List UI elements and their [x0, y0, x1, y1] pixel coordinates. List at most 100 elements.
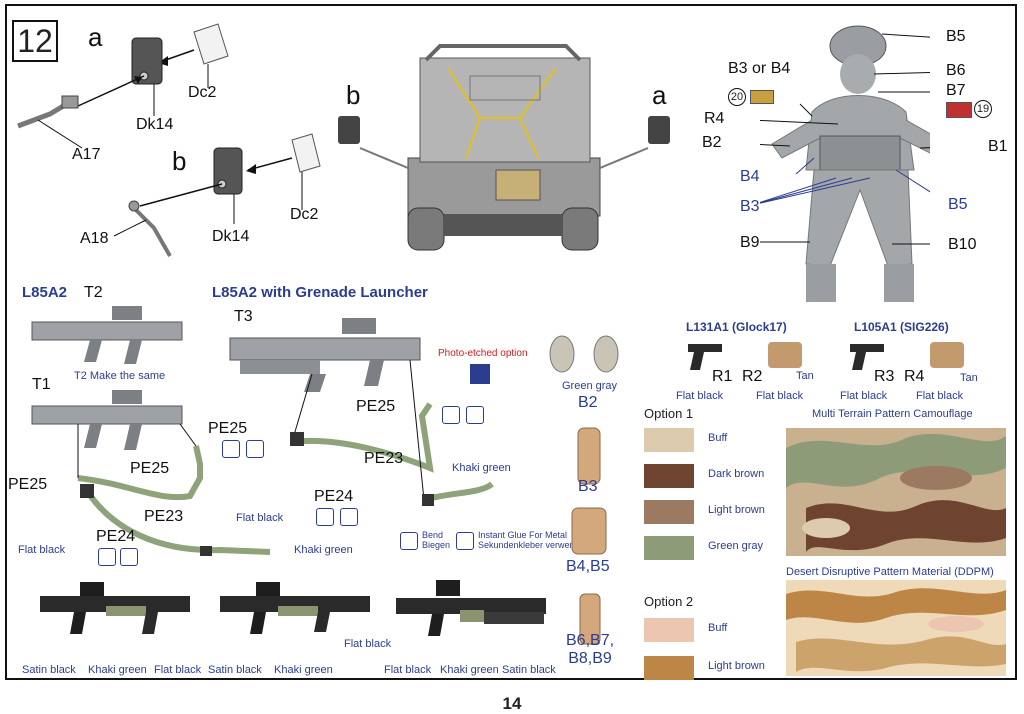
step-number: 12: [12, 20, 58, 62]
part-dc2-b: Dc2: [290, 206, 319, 223]
color-khaki-green-a: Khaki green: [294, 544, 353, 556]
pouch-label-b2: B2: [578, 394, 598, 411]
option1-camo-title: Multi Terrain Pattern Camouflage: [812, 408, 973, 420]
bend-icon: [442, 406, 460, 424]
part-a17: A17: [72, 146, 101, 163]
swatch-buff: [644, 428, 694, 452]
legend-bend: Bend Biegen: [422, 530, 451, 550]
fig-label-b2: B2: [702, 134, 722, 151]
bend-icon: [316, 508, 334, 526]
swatch-label-light-brown: Light brown: [708, 504, 765, 516]
gun1-color3: Flat black: [154, 664, 202, 676]
ddpm-camo-swatch: [786, 580, 1006, 676]
mirror-assembly-diagram: [17, 23, 321, 257]
label-pe23-a: PE23: [144, 508, 184, 525]
gun1-color2: Khaki green: [88, 664, 147, 676]
t2-note: T2 Make the same: [74, 370, 166, 382]
painted-guns: [40, 580, 546, 636]
pistol-fb-2: Flat black: [756, 390, 804, 402]
fig-label-r4: R4: [704, 110, 725, 127]
pouch-label-b4-b5: B4,B5: [566, 558, 610, 575]
bend-icon: [222, 440, 240, 458]
pistols: [688, 342, 964, 370]
gun2-color2: Khaki green: [274, 664, 333, 676]
fig-label-b4: B4: [740, 168, 760, 185]
fig-label-b3-or-b4: B3 or B4: [728, 60, 791, 77]
legend-bend-icon: [400, 532, 418, 550]
pistol-tan-1: Tan: [796, 370, 814, 382]
vehicle-callout-a: a: [652, 80, 667, 110]
pouches: [549, 335, 619, 645]
gun3-color2: Khaki green: [440, 664, 499, 676]
part-dc2-a: Dc2: [188, 84, 217, 101]
glue-icon: [120, 548, 138, 566]
l85a2-title: L85A2: [22, 284, 68, 301]
part-dk14-a: Dk14: [136, 116, 174, 133]
decal-20-icon: [750, 90, 774, 104]
gun3-color1: Flat black: [384, 664, 432, 676]
pistol-tan-2: Tan: [960, 372, 978, 384]
label-pe24-a: PE24: [96, 528, 136, 545]
label-t1: T1: [32, 376, 51, 393]
swatch-label-buff: Buff: [708, 432, 728, 444]
soldier-figure: [760, 25, 930, 302]
painted-gun-3: [396, 580, 546, 636]
label-pe23-b: PE23: [364, 450, 404, 467]
part-dk14-b: Dk14: [212, 228, 250, 245]
option2-title: Option 2: [644, 594, 694, 609]
fig-label-b5-blue: B5: [948, 196, 968, 213]
label-t2: T2: [84, 284, 103, 301]
glue-icon: [340, 508, 358, 526]
callout-b: b: [172, 146, 187, 176]
swatch-opt2-buff: [644, 618, 694, 642]
l85a2-gl-title: L85A2 with Grenade Launcher: [212, 284, 428, 301]
label-pe25-a: PE25: [8, 476, 48, 493]
swatch-opt2-light-brown: [644, 656, 694, 680]
pistol-fb-1: Flat black: [676, 390, 724, 402]
fig-label-b3: B3: [740, 198, 760, 215]
union-flag-decal-icon: [946, 102, 972, 118]
swatch-label-opt2-buff: Buff: [708, 622, 728, 634]
photo-etched-icon: [470, 364, 490, 384]
swatch-label-dark-brown: Dark brown: [708, 468, 765, 480]
label-pe25-c: PE25: [208, 420, 248, 437]
bend-icon: [98, 548, 116, 566]
marker-19: 19: [974, 100, 992, 118]
glue-icon: [466, 406, 484, 424]
color-flat-black-b: Flat black: [236, 512, 284, 524]
pistol-fb-4: Flat black: [916, 390, 964, 402]
rifle-sling-diagram: [31, 306, 494, 556]
pistol-r1: R1: [712, 368, 733, 385]
label-pe24-b: PE24: [314, 488, 354, 505]
legend-glue-icon: [456, 532, 474, 550]
part-a18: A18: [80, 230, 109, 247]
color-khaki-green-b: Khaki green: [452, 462, 511, 474]
color-flat-black-a: Flat black: [18, 544, 66, 556]
swatch-label-green-gray: Green gray: [708, 540, 764, 552]
swatch-light-brown: [644, 500, 694, 524]
mtp-camo-swatch: [786, 428, 1006, 556]
legend-glue: Instant Glue For Metal Sekundenkleber ve…: [478, 530, 590, 550]
mirror-housing-a-shape: [131, 37, 163, 85]
pouch-label-b3: B3: [578, 478, 598, 495]
pistol-r3: R3: [874, 368, 895, 385]
pistol-fb-3: Flat black: [840, 390, 888, 402]
label-pe25-b: PE25: [130, 460, 170, 477]
swatch-label-opt2-light-brown: Light brown: [708, 660, 765, 672]
page-frame: [5, 4, 1017, 680]
sig-title: L105A1 (SIG226): [854, 320, 949, 334]
glock-title: L131A1 (Glock17): [686, 320, 787, 334]
gun2-color3: Flat black: [344, 638, 392, 650]
option1-title: Option 1: [644, 406, 694, 421]
painted-gun-1: [40, 582, 190, 634]
callout-a: a: [88, 22, 103, 52]
marker-20: 20: [728, 88, 746, 106]
glue-icon: [246, 440, 264, 458]
fig-label-b7: B7: [946, 82, 966, 99]
vehicle-callout-b: b: [346, 80, 361, 110]
fig-label-b10: B10: [948, 236, 977, 253]
option2-camo-title: Desert Disruptive Pattern Material (DDPM…: [786, 566, 994, 578]
label-t3: T3: [234, 308, 253, 325]
fig-label-b5: B5: [946, 28, 966, 45]
swatch-green-gray: [644, 536, 694, 560]
